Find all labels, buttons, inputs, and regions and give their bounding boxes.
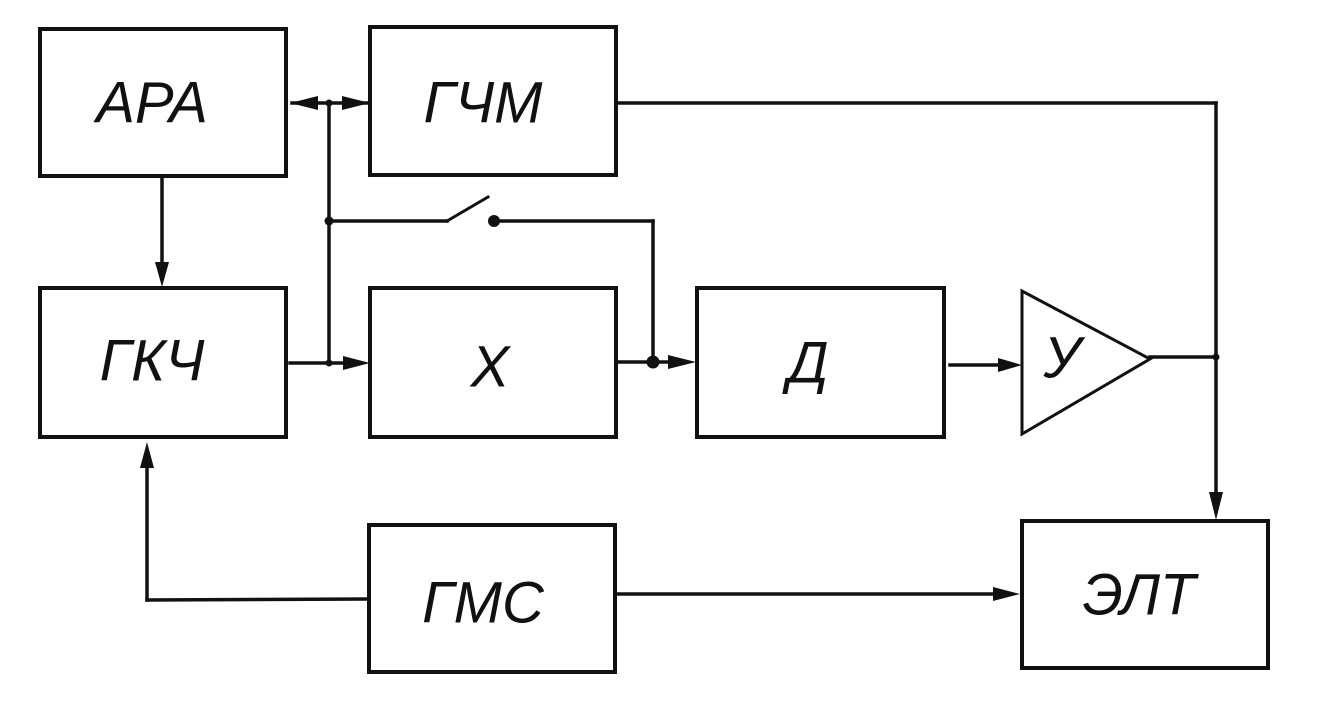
block-u-amplifier: У: [1020, 288, 1154, 437]
junction-dot: [325, 359, 333, 367]
block-x: Х: [368, 286, 618, 439]
arrowhead-to-gchm: [342, 96, 370, 110]
block-label: У: [1042, 326, 1085, 391]
arrowhead-gms-elt: [993, 587, 1020, 601]
arrowhead-to-elt-top: [1209, 492, 1223, 520]
block-gchm: ГЧМ: [368, 25, 618, 177]
switch-blade: [444, 194, 491, 224]
block-elt: ЭЛТ: [1020, 519, 1270, 670]
block-label: Д: [782, 331, 829, 396]
block-label: ЭЛТ: [1083, 563, 1199, 628]
junction-dot: [646, 355, 660, 369]
wires: [140, 96, 1223, 602]
arrowhead-ara-gkch: [155, 262, 169, 287]
block-label: ГМС: [422, 571, 545, 636]
block-label: АРА: [93, 71, 208, 136]
block-ara: АРА: [38, 27, 288, 178]
block-d: Д: [695, 286, 946, 439]
block-gkch: ГКЧ: [38, 286, 288, 439]
block-label: ГКЧ: [100, 329, 206, 394]
arrowhead-d-u: [998, 358, 1022, 372]
arrowhead-x-d: [668, 355, 696, 369]
block-label: ГЧМ: [424, 71, 544, 136]
arrowhead-to-ara: [290, 96, 318, 110]
wire-gms-gkch-h: [145, 597, 370, 602]
arrowhead-to-gkch: [140, 442, 154, 468]
block-gms: ГМС: [367, 523, 617, 674]
block-label: Х: [469, 335, 512, 400]
arrowhead-gkch-x: [343, 356, 370, 370]
